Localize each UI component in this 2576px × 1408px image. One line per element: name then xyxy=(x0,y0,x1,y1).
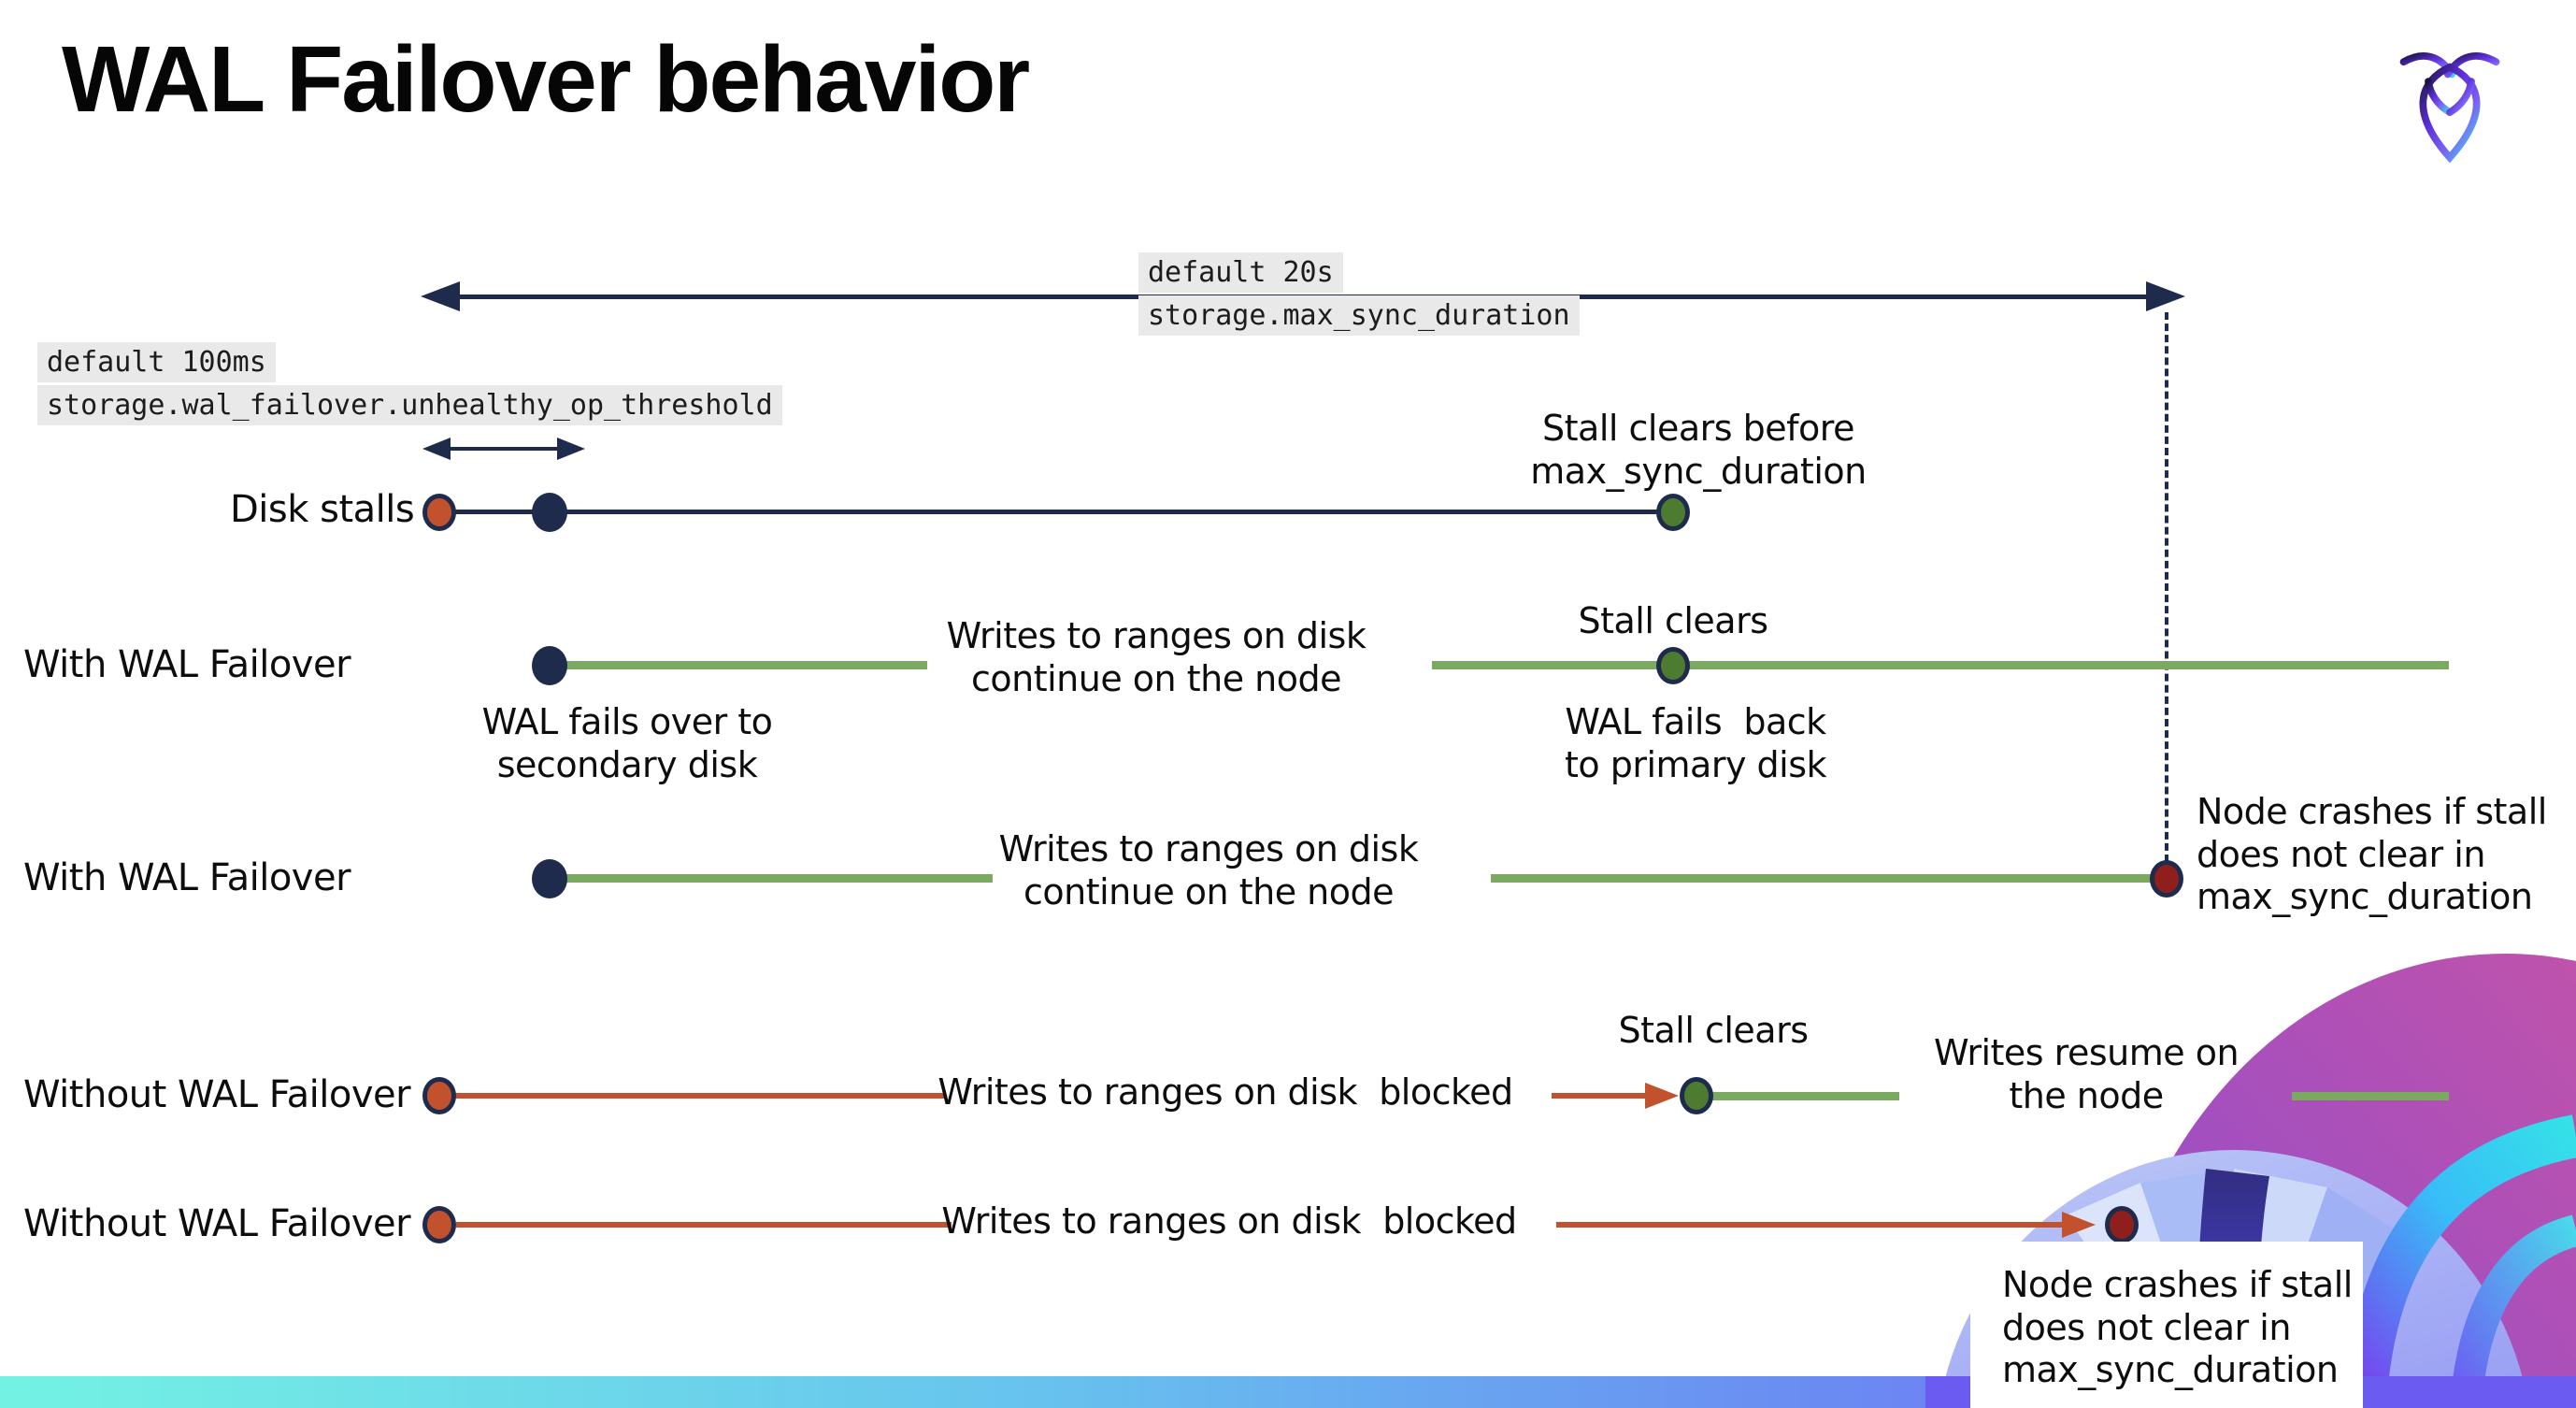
threshold-dot xyxy=(532,493,567,532)
writes-continue-line-1a xyxy=(561,661,927,669)
node-crash-callout-box: Node crashes if stall does not clear in … xyxy=(1970,1242,2363,1408)
node-crash-dot-1 xyxy=(2150,860,2183,898)
small-arrowhead-right-icon xyxy=(557,438,585,460)
node-crash-note-1: Node crashes if stall does not clear in … xyxy=(2197,791,2547,918)
threshold-setting-label: storage.wal_failover.unhealthy_op_thresh… xyxy=(37,385,782,425)
node-crash-note-2: Node crashes if stall does not clear in … xyxy=(2002,1264,2353,1391)
node-crash-dot-2 xyxy=(2105,1206,2139,1243)
disk-stall-timeline xyxy=(439,510,1673,514)
small-arrowhead-left-icon xyxy=(422,438,451,460)
failover-dot-2 xyxy=(532,859,567,898)
max-sync-setting-label: storage.max_sync_duration xyxy=(1138,295,1580,336)
writes-blocked-line-1b xyxy=(1552,1093,1649,1099)
blocked-arrowhead-icon-1 xyxy=(1645,1083,1679,1109)
max-sync-default-label: default 20s xyxy=(1138,252,1343,293)
arrowhead-left-icon xyxy=(421,281,460,311)
writes-blocked-note-1: Writes to ranges on disk blocked xyxy=(937,1071,1513,1113)
writes-resume-line-1a xyxy=(1712,1092,1899,1100)
page-title: WAL Failover behavior xyxy=(62,27,1030,132)
writes-blocked-note-2: Writes to ranges on disk blocked xyxy=(941,1200,1517,1242)
blocked-arrowhead-icon-2 xyxy=(2062,1212,2096,1238)
writes-continue-line-1b xyxy=(1432,661,2449,669)
max-sync-deadline-dashed-line xyxy=(2165,312,2168,862)
writes-blocked-line-2b xyxy=(1556,1222,2066,1228)
stall-clears-note-2: Stall clears xyxy=(1618,1010,1809,1051)
writes-continue-line-2b xyxy=(1491,874,2165,883)
writes-continue-note-2: Writes to ranges on disk continue on the… xyxy=(998,828,1419,912)
failover-note: WAL fails over to secondary disk xyxy=(481,701,773,785)
arrowhead-right-icon xyxy=(2146,281,2185,311)
row-label-disk-stalls: Disk stalls xyxy=(230,488,415,531)
stall-clears-note-1: Stall clears xyxy=(1578,600,1768,641)
stall-clears-before-note: Stall clears before max_sync_duration xyxy=(1530,408,1867,492)
writes-resume-note: Writes resume on the node xyxy=(1933,1032,2240,1116)
failback-note: WAL fails back to primary disk xyxy=(1564,701,1827,785)
writes-continue-line-2a xyxy=(561,874,993,883)
stall-start-dot-3 xyxy=(422,1206,456,1243)
cockroachdb-logo-icon xyxy=(2399,52,2500,164)
writes-continue-note-1: Writes to ranges on disk continue on the… xyxy=(946,615,1367,699)
threshold-span-line xyxy=(437,447,565,451)
failover-dot xyxy=(532,646,567,685)
stall-clears-dot xyxy=(1656,494,1690,531)
stall-start-dot xyxy=(422,494,456,531)
stall-start-dot-2 xyxy=(422,1077,456,1114)
writes-resume-line-1b xyxy=(2292,1092,2449,1100)
writes-blocked-line-2a xyxy=(456,1222,952,1228)
writes-blocked-line-1a xyxy=(454,1093,946,1099)
row-label-without-wal-failover-2: Without WAL Failover xyxy=(23,1202,411,1245)
row-label-without-wal-failover-1: Without WAL Failover xyxy=(23,1073,411,1116)
row-label-with-wal-failover-2: With WAL Failover xyxy=(23,856,351,899)
failback-dot xyxy=(1656,647,1690,684)
stall-clears-dot-2 xyxy=(1680,1077,1713,1114)
row-label-with-wal-failover-1: With WAL Failover xyxy=(23,643,351,686)
threshold-default-label: default 100ms xyxy=(37,342,276,382)
